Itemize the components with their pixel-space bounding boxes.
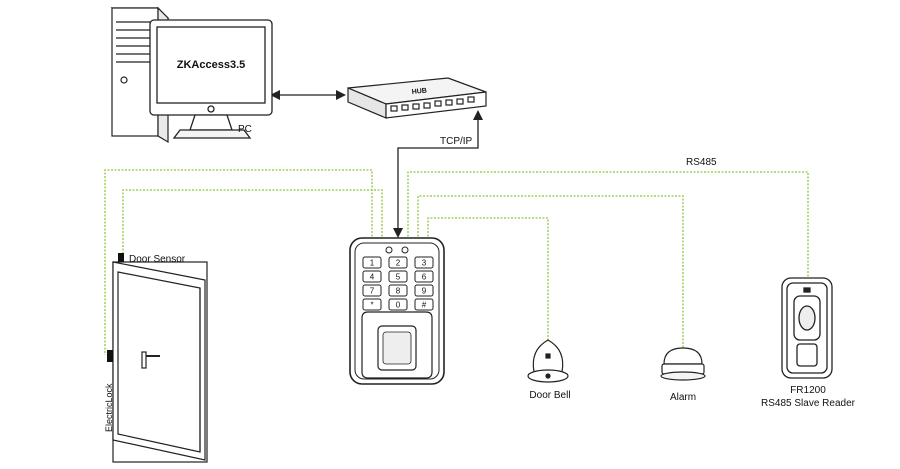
rs485-label: RS485	[686, 157, 717, 168]
keypad-key	[388, 270, 408, 283]
keypad-key-label: 0	[396, 301, 401, 310]
keypad-key-label: 2	[396, 259, 401, 268]
keypad-key	[388, 256, 408, 269]
alarm-label: Alarm	[670, 392, 696, 403]
keypad-key-label: #	[422, 301, 427, 310]
keypad-key	[414, 256, 434, 269]
keypad-key-label: 9	[422, 287, 427, 296]
keypad-key-label: 7	[370, 287, 375, 296]
keypad-key	[414, 270, 434, 283]
alarm-device	[660, 347, 706, 381]
pc-arrow	[270, 90, 280, 100]
door-sensor-block	[118, 253, 124, 262]
reader-desc-label: RS485 Slave Reader	[761, 398, 856, 409]
keypad-key-label: 8	[396, 287, 401, 296]
keypad-key-label: 4	[370, 273, 375, 282]
keypad-key	[414, 284, 434, 297]
pc-monitor	[149, 19, 273, 139]
keypad-key-label: 6	[422, 273, 427, 282]
switch-arrow	[336, 90, 346, 100]
keypad-key-label: 3	[422, 259, 427, 268]
access-terminal: 1 2 3 4 5 6 7 8 9 * 0 #	[349, 237, 445, 385]
tcpip-link	[397, 118, 479, 232]
keypad-key	[362, 284, 382, 297]
switch-brand: HUB	[411, 87, 427, 96]
pc-label: PC	[238, 124, 252, 135]
keypad-key	[362, 270, 382, 283]
keypad-key	[414, 298, 434, 311]
reader-model-label: FR1200	[790, 385, 826, 396]
wiring	[104, 169, 809, 355]
wire-door-sensor	[122, 189, 383, 257]
door	[112, 261, 208, 463]
tcpip-arrow-up	[473, 110, 483, 120]
tcpip-label: TCP/IP	[440, 136, 473, 147]
keypad-key	[388, 298, 408, 311]
slave-reader-device	[781, 277, 833, 379]
door-bell-device	[527, 339, 569, 383]
network-switch	[347, 77, 487, 119]
door-handle	[141, 351, 147, 369]
terminal-keypad: 1 2 3 4 5 6 7 8 9 * 0 #	[362, 256, 434, 311]
wire-rs485-reader	[407, 171, 809, 280]
keypad-key-label: 5	[396, 273, 401, 282]
keypad-key-label: 1	[370, 259, 375, 268]
screen-label: ZKAccess3.5	[177, 59, 246, 71]
wire-door-bell	[427, 217, 549, 340]
tcpip-arrow-down	[393, 228, 403, 238]
keypad-key	[388, 284, 408, 297]
wire-alarm	[417, 195, 684, 350]
door-bell-label: Door Bell	[529, 390, 570, 401]
electric-lock-block	[107, 350, 113, 362]
keypad-key-label: *	[370, 301, 373, 310]
keypad-key	[362, 298, 382, 311]
door-sensor-label: Door Sensor	[129, 254, 186, 265]
wire-electric-lock	[104, 169, 373, 355]
electric-lock-label: ElectricLock	[104, 383, 114, 432]
door-leaf	[112, 261, 206, 461]
keypad-key	[362, 256, 382, 269]
